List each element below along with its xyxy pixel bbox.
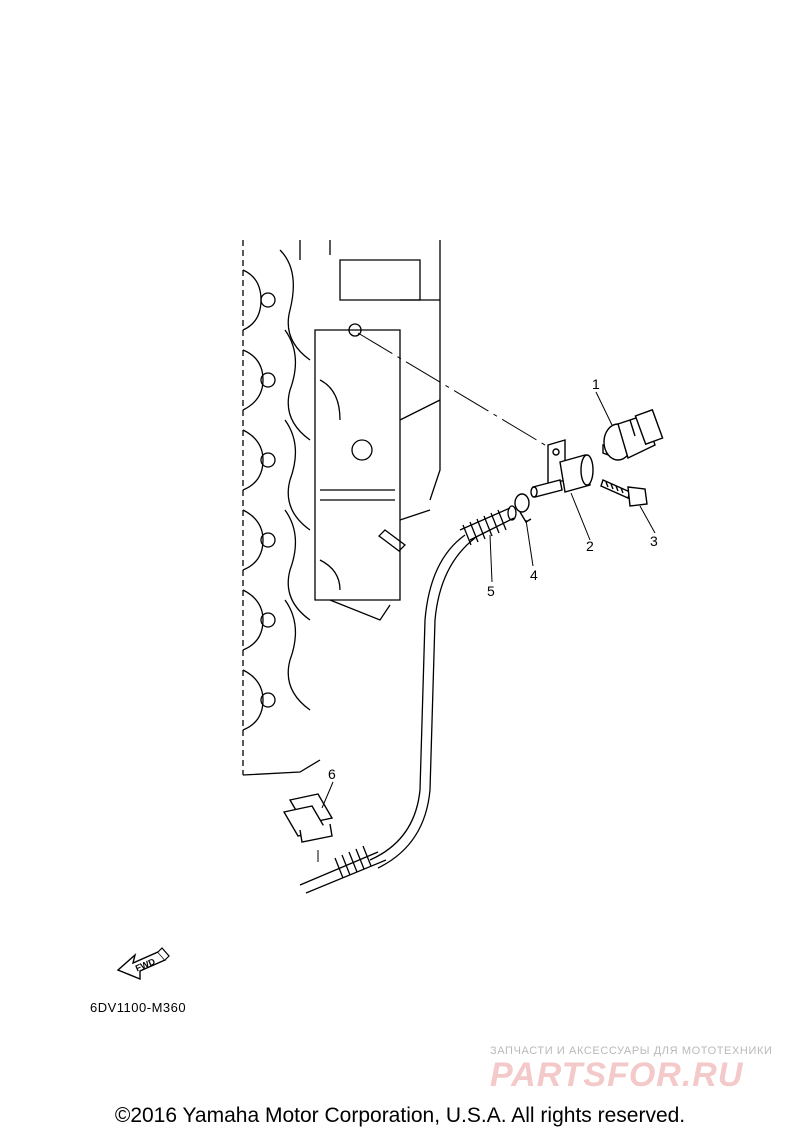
part-5-hose <box>299 505 517 894</box>
fwd-label: FWD <box>134 956 157 973</box>
diagram-code: 6DV1100-M360 <box>90 1000 187 1015</box>
watermark-logo-text: PARTSFOR.RU <box>490 1056 744 1094</box>
part-4-clip <box>514 493 532 523</box>
callout-4: 4 <box>530 567 538 583</box>
part-6-holder <box>282 793 334 843</box>
callout-5: 5 <box>487 583 495 599</box>
watermark-tagline: ЗАПЧАСТИ И АКСЕССУАРЫ ДЛЯ МОТОТЕХНИКИ <box>490 1045 773 1057</box>
watermark-logo-art: PARTSFOR.RU <box>490 1056 744 1094</box>
fwd-arrow-icon: FWD <box>116 947 170 981</box>
callout-3: 3 <box>650 533 658 549</box>
callout-6: 6 <box>328 766 336 782</box>
copyright-notice: ©2016 Yamaha Motor Corporation, U.S.A. A… <box>114 1104 686 1127</box>
part-1-pressure-sensor <box>602 408 664 461</box>
callout-2: 2 <box>586 538 594 554</box>
engine-block <box>242 240 441 776</box>
callout-leaders <box>317 391 656 862</box>
callout-1: 1 <box>592 376 600 392</box>
mount-leader-line <box>357 332 551 449</box>
part-2-bracket-fitting <box>530 439 594 498</box>
part-3-bolt <box>600 479 648 507</box>
